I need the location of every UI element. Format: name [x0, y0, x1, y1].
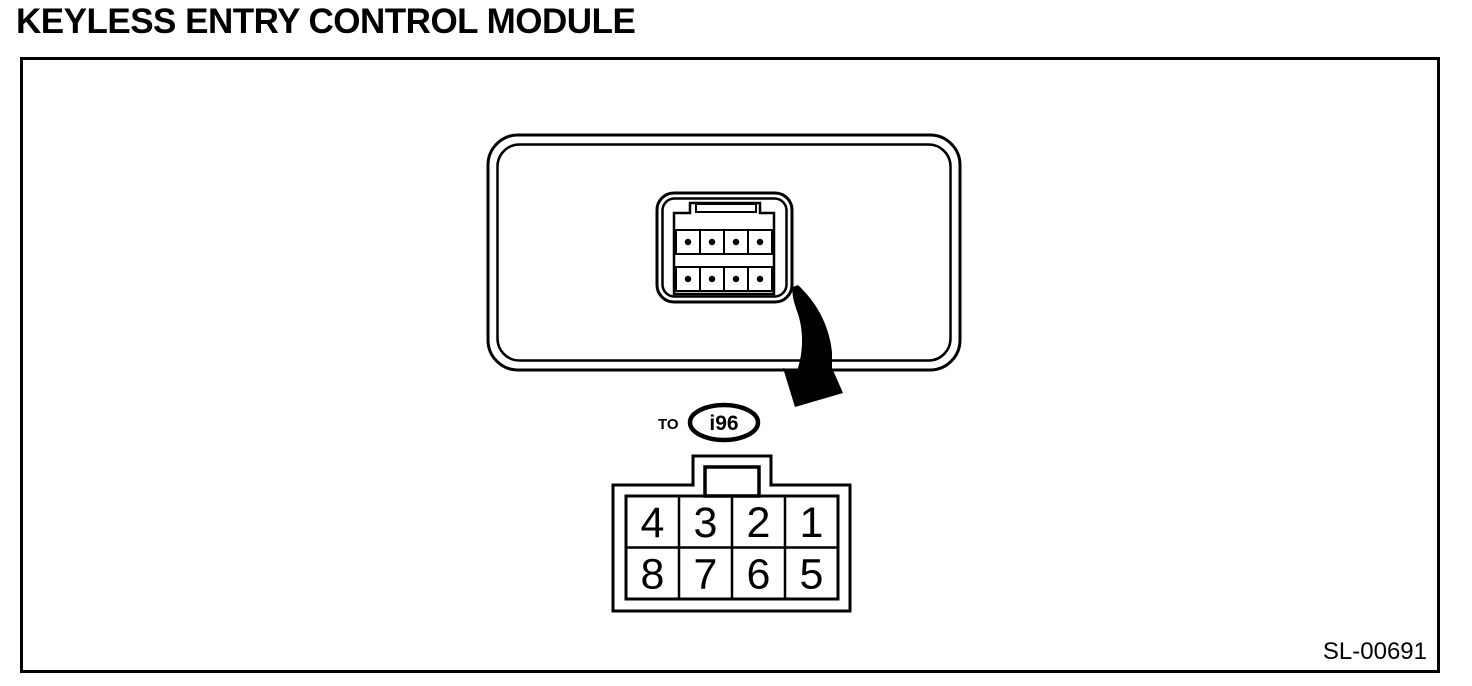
connector-outline-outer — [655, 191, 794, 304]
pin-label-5: 5 — [800, 551, 824, 599]
to-label: TO — [658, 416, 679, 433]
connector-id-label: i96 — [709, 412, 738, 435]
pin-cell — [747, 229, 773, 255]
pin-contact-dot — [732, 238, 740, 246]
connector-pin-row-bottom — [675, 266, 773, 292]
pin-contact-dot — [756, 238, 764, 246]
pin-contact-dot — [708, 238, 716, 246]
page-title: KEYLESS ENTRY CONTROL MODULE — [16, 2, 636, 41]
pin-contact-dot — [684, 275, 692, 283]
connector-face: 4 3 2 1 8 7 6 5 — [611, 454, 852, 613]
pin-label-2: 2 — [747, 499, 771, 547]
pin-label-6: 6 — [747, 551, 771, 599]
pin-contact-dot — [732, 275, 740, 283]
pin-cell — [747, 266, 773, 292]
pin-label-7: 7 — [694, 551, 718, 599]
pin-label-1: 1 — [800, 499, 824, 547]
connector-face-key — [703, 465, 761, 498]
figure-id-label: SL-00691 — [1322, 638, 1427, 665]
pin-contact-dot — [708, 275, 716, 283]
pin-contact-dot — [756, 275, 764, 283]
connector-pin-row-top — [675, 229, 773, 255]
pin-label-4: 4 — [641, 499, 665, 547]
module-body — [486, 133, 962, 372]
diagram-frame: TO i96 4 3 2 1 8 7 — [20, 57, 1440, 673]
pin-contact-dot — [684, 238, 692, 246]
diagram-canvas: TO i96 4 3 2 1 8 7 — [486, 133, 962, 613]
pin-label-3: 3 — [694, 499, 718, 547]
pin-grid: 4 3 2 1 8 7 6 5 — [624, 494, 840, 601]
curved-arrow-icon — [783, 285, 843, 407]
connector-outline-inner — [661, 197, 788, 298]
connector-key-detail — [695, 203, 757, 213]
connector-id-oval — [687, 402, 761, 443]
module-outline-inner — [496, 143, 952, 362]
module-outline-outer — [486, 133, 962, 372]
connector-callout: TO i96 — [658, 402, 761, 443]
module-connector — [655, 191, 794, 304]
pin-label-8: 8 — [641, 551, 665, 599]
